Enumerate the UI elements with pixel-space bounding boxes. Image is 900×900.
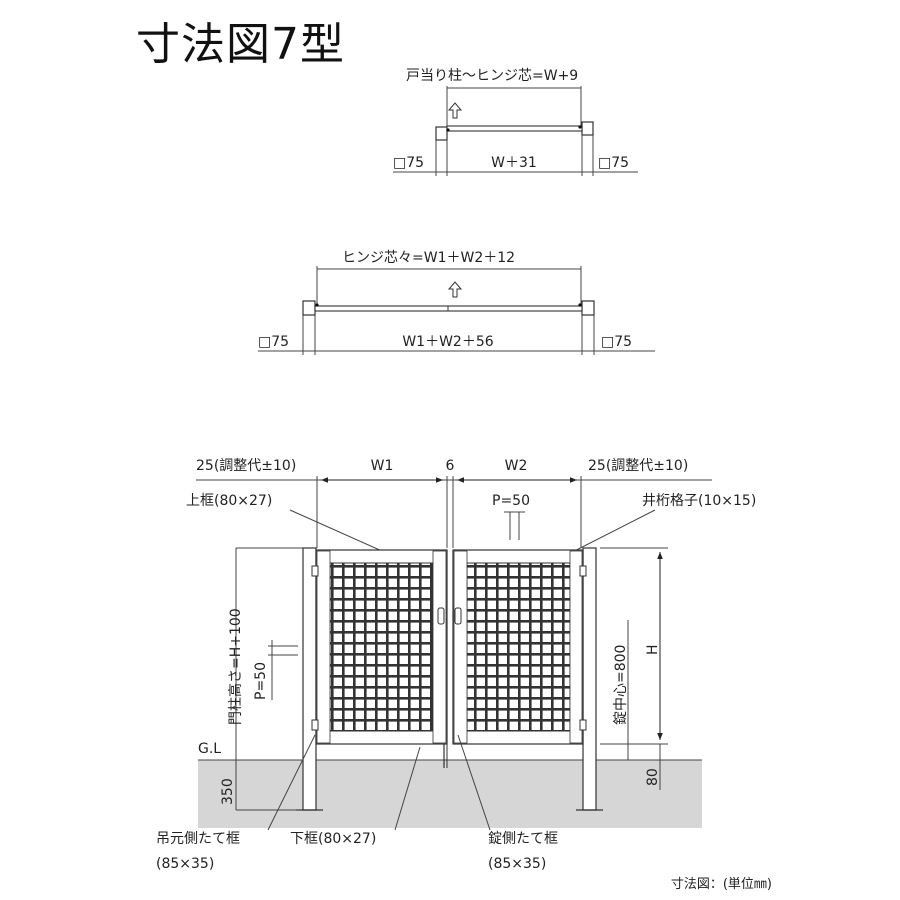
front-elevation: 25(調整代±10) W1 6 W2 25(調整代±10) 上框(80×27) … bbox=[156, 458, 756, 872]
left-lock-stile bbox=[432, 550, 447, 744]
single-left-post-size: □75 bbox=[393, 155, 424, 171]
hinge-icon bbox=[311, 719, 319, 731]
lock-frame-label: 錠側たて框 bbox=[488, 831, 558, 847]
w1-label: W1 bbox=[371, 458, 394, 474]
handle-icon bbox=[454, 607, 462, 625]
single-open-arrow-icon bbox=[447, 102, 463, 119]
left-adjust-label: 25(調整代±10) bbox=[196, 458, 296, 474]
hinge-icon bbox=[311, 565, 319, 577]
double-gate-plan: ヒンジ芯々=W1＋W2＋12 □75 W1＋W2＋56 □75 bbox=[258, 250, 655, 355]
p-side-label: P=50 bbox=[253, 662, 269, 700]
hinge-frame-label: 吊元側たて框 bbox=[156, 831, 240, 847]
lock-frame-leader bbox=[457, 734, 491, 831]
single-gate-plan: 戸当り柱～ヒンジ芯=W+9 □75 W＋31 □75 bbox=[393, 68, 638, 176]
right-lock-stile bbox=[453, 550, 468, 744]
hinge-icon bbox=[579, 719, 587, 731]
right-hinge-stile bbox=[569, 550, 583, 744]
right-post bbox=[582, 547, 597, 811]
page-title: 寸法図7型 bbox=[136, 19, 345, 70]
right-adjust-label: 25(調整代±10) bbox=[588, 458, 688, 474]
gap-label: 6 bbox=[446, 458, 455, 474]
bottom-frame-leader bbox=[394, 746, 421, 831]
single-right-post bbox=[581, 121, 594, 136]
base-label: 80 bbox=[645, 768, 661, 786]
right-leaf-lattice bbox=[466, 562, 571, 732]
double-left-post bbox=[302, 300, 316, 316]
left-hinge-stile bbox=[316, 550, 331, 744]
double-right-post-size: □75 bbox=[601, 334, 632, 350]
gl-label: G.L bbox=[198, 741, 221, 757]
handle-icon bbox=[437, 607, 445, 625]
lock-center-label: 錠中心=800 bbox=[613, 645, 629, 725]
single-width-label: W＋31 bbox=[491, 155, 537, 171]
ground-area bbox=[198, 760, 702, 828]
lock-frame-size: (85×35) bbox=[488, 856, 546, 872]
top-frame-leader bbox=[289, 509, 385, 553]
double-right-post bbox=[581, 300, 595, 316]
single-top-label: 戸当り柱～ヒンジ芯=W+9 bbox=[406, 68, 578, 84]
single-left-post bbox=[435, 126, 448, 141]
h-label: H bbox=[645, 644, 661, 655]
hinge-icon bbox=[579, 565, 587, 577]
single-right-post-size: □75 bbox=[598, 155, 629, 171]
w2-label: W2 bbox=[505, 458, 528, 474]
single-latch-dot bbox=[578, 125, 582, 129]
p-top-label: P=50 bbox=[492, 493, 530, 509]
double-top-label: ヒンジ芯々=W1＋W2＋12 bbox=[342, 250, 515, 266]
left-post bbox=[302, 547, 317, 811]
bottom-frame-label: 下框(80×27) bbox=[290, 831, 376, 847]
left-leaf-lattice bbox=[329, 562, 434, 732]
hinge-frame-size: (85×35) bbox=[156, 856, 214, 872]
single-hinge-dot bbox=[446, 128, 450, 132]
post-height-label: 門柱高さ=H+100 bbox=[227, 608, 244, 725]
hinge-frame-leader bbox=[267, 734, 316, 831]
units-note: 寸法図：(単位㎜) bbox=[670, 877, 772, 892]
double-open-arrow-icon bbox=[447, 281, 463, 298]
lattice-label: 井桁格子(10×15) bbox=[642, 493, 756, 509]
depth-label: 350 bbox=[220, 778, 236, 805]
single-door-panel bbox=[446, 125, 583, 132]
double-left-post-size: □75 bbox=[258, 334, 289, 350]
double-width-label: W1＋W2＋56 bbox=[402, 334, 493, 350]
top-frame-label: 上框(80×27) bbox=[186, 493, 272, 509]
